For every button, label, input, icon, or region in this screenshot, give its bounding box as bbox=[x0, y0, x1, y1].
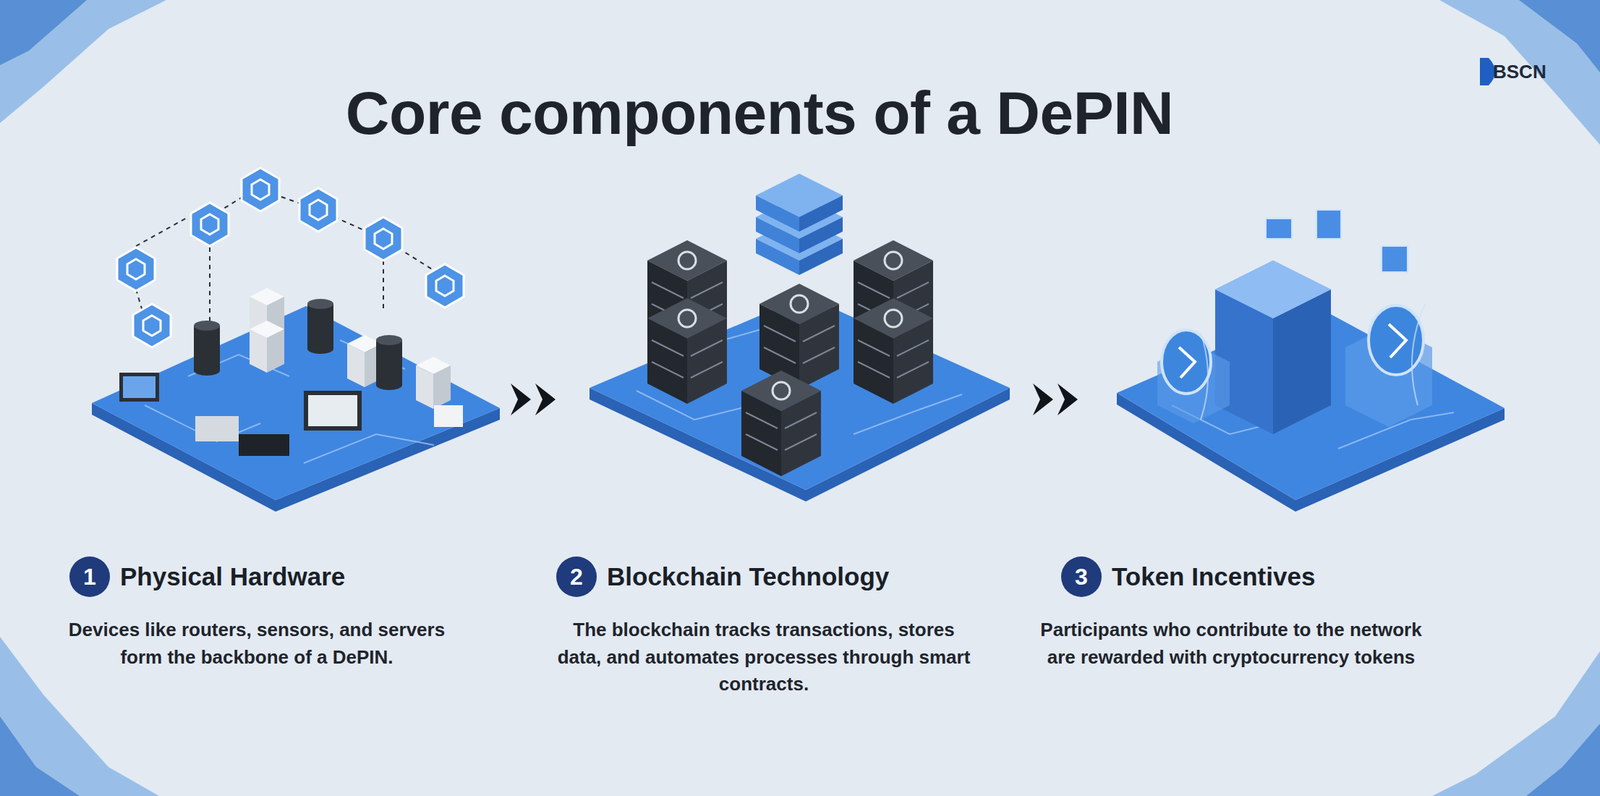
number-circle: 3Token Incentives bbox=[1061, 556, 1102, 597]
step-description: Participants who contribute to the netwo… bbox=[1024, 616, 1438, 671]
number-circle: 2Blockchain Technology bbox=[556, 556, 597, 597]
diagram-title: Core components of a DePIN bbox=[345, 78, 1174, 149]
step-heading: Physical Hardware bbox=[120, 562, 346, 591]
step-description: The blockchain tracks transactions, stor… bbox=[554, 616, 974, 699]
callout-number: 3 bbox=[1061, 556, 1102, 597]
step-heading: Blockchain Technology bbox=[606, 562, 889, 591]
callout-number: 1 bbox=[69, 556, 110, 597]
step-description: Devices like routers, sensors, and serve… bbox=[54, 616, 460, 671]
number-circle: 1Physical Hardware bbox=[69, 556, 110, 597]
callout-number: 2 bbox=[556, 556, 597, 597]
step-heading: Token Incentives bbox=[1111, 562, 1316, 591]
brand-logo: BSCN bbox=[1492, 60, 1547, 84]
